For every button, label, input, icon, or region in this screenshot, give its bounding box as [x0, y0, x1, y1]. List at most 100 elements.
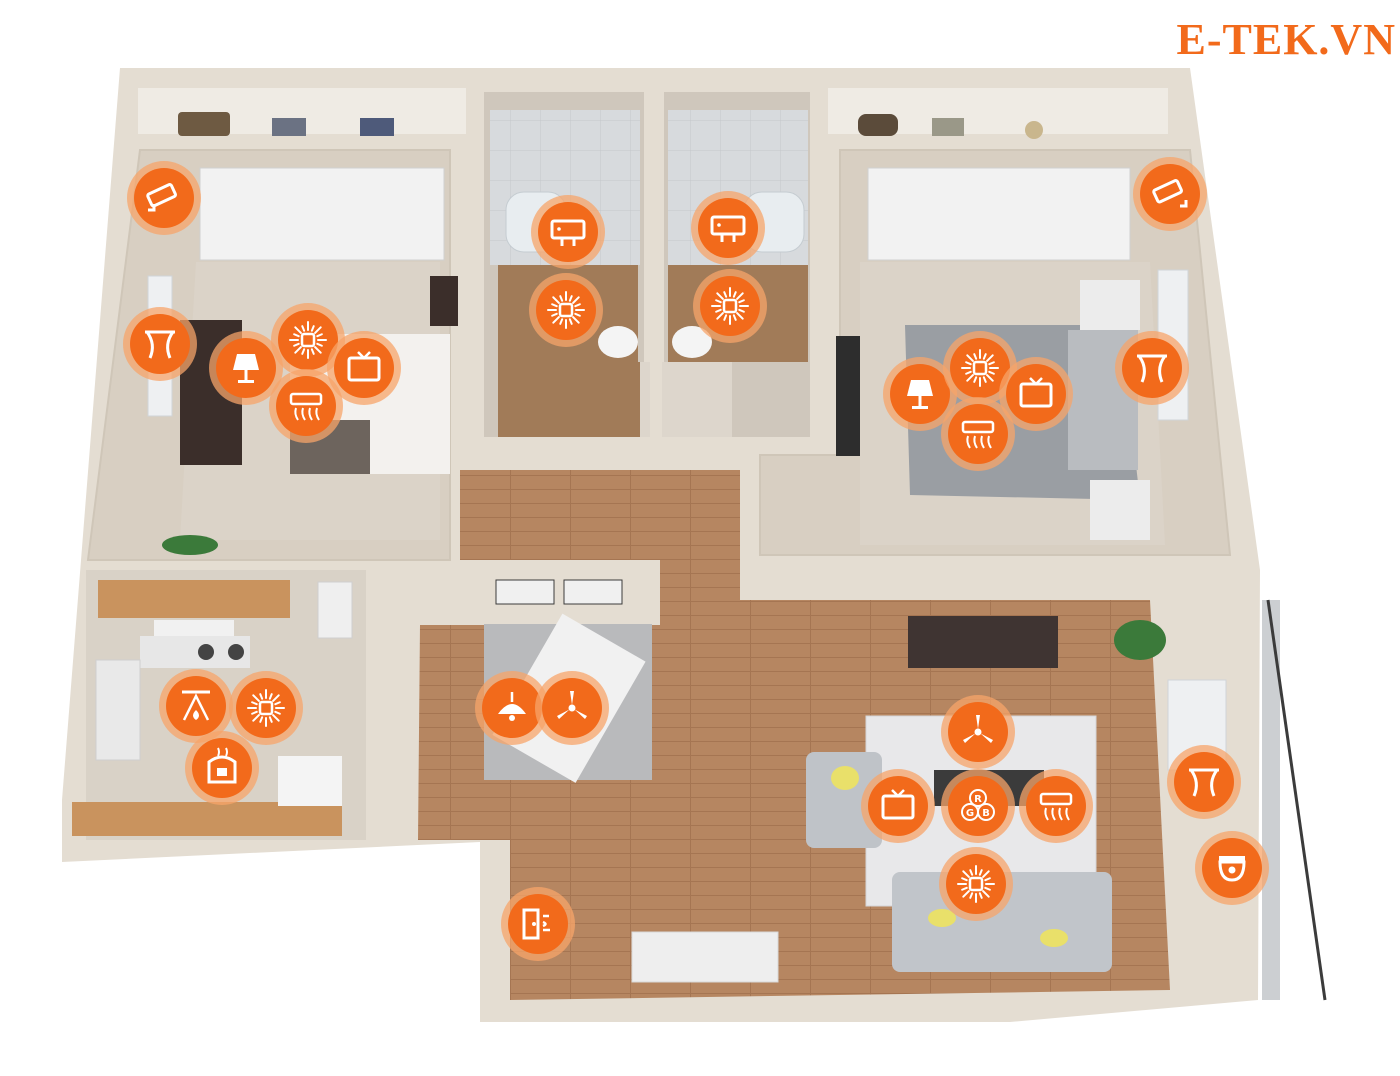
ceiling-light-icon[interactable] — [229, 671, 303, 745]
light-ray — [988, 361, 995, 366]
light-ray — [723, 291, 728, 298]
light-ray — [259, 716, 264, 723]
light-ray — [738, 308, 745, 313]
light-ray — [962, 890, 970, 898]
air-conditioner-icon[interactable] — [1019, 769, 1093, 843]
light-ray — [568, 295, 573, 302]
tv-icon[interactable] — [999, 357, 1073, 431]
pendant-light-icon[interactable] — [475, 671, 549, 745]
light-ray — [572, 316, 580, 324]
light-ray — [310, 348, 315, 355]
light-ray — [568, 318, 573, 325]
ceiling-light-icon[interactable] — [693, 269, 767, 343]
light-ray — [716, 292, 724, 300]
light-ray — [252, 694, 260, 702]
light-ray — [552, 316, 560, 324]
camera-icon[interactable] — [127, 161, 201, 235]
curtain-icon[interactable] — [1167, 745, 1241, 819]
light-ray — [316, 342, 323, 347]
light-ray — [736, 292, 744, 300]
light-ray — [973, 376, 978, 383]
camera-icon[interactable] — [1133, 157, 1207, 231]
light-ray — [969, 892, 974, 899]
light-ray — [966, 374, 974, 382]
curtain-icon[interactable] — [1115, 331, 1189, 405]
ceiling-fan-icon[interactable] — [535, 671, 609, 745]
light-ray — [984, 886, 991, 891]
light-ray — [574, 303, 581, 308]
ceiling-light-icon[interactable] — [529, 273, 603, 347]
rgb-letter-b: B — [982, 808, 990, 819]
tv-icon[interactable] — [861, 769, 935, 843]
light-ray — [978, 892, 983, 899]
light-ray — [732, 291, 737, 298]
light-ray — [982, 890, 990, 898]
light-ray — [978, 869, 983, 876]
light-ray — [961, 877, 968, 882]
door-sensor-icon[interactable] — [501, 887, 575, 961]
light-ray — [736, 312, 744, 320]
rgb-light-icon[interactable]: R G B — [941, 769, 1015, 843]
light-ray — [301, 325, 306, 332]
air-conditioner-icon[interactable] — [269, 369, 343, 443]
ceiling-light-icon[interactable] — [271, 303, 345, 377]
light-ray — [252, 714, 260, 722]
light-ray — [574, 312, 581, 317]
light-ray — [982, 870, 990, 878]
rgb-letter-g: G — [966, 808, 974, 819]
light-ray — [274, 701, 281, 706]
light-ray — [259, 693, 264, 700]
light-ray — [723, 314, 728, 321]
light-ray — [961, 886, 968, 891]
light-ray — [715, 299, 722, 304]
light-ray — [965, 361, 972, 366]
light-ray — [272, 694, 280, 702]
light-ray — [986, 374, 994, 382]
light-ray — [293, 342, 300, 347]
tv-icon[interactable] — [327, 331, 401, 405]
light-ray — [982, 353, 987, 360]
ceiling-light-icon[interactable] — [943, 331, 1017, 405]
light-ray — [551, 303, 558, 308]
light-ray — [973, 353, 978, 360]
ceiling-light-icon[interactable] — [939, 847, 1013, 921]
light-ray — [552, 296, 560, 304]
light-ray — [314, 326, 322, 334]
lamp-icon[interactable] — [883, 357, 957, 431]
light-ray — [966, 354, 974, 362]
light-ray — [268, 716, 273, 723]
light-ray — [551, 312, 558, 317]
light-ray — [301, 348, 306, 355]
light-ray — [965, 370, 972, 375]
light-ray — [251, 710, 258, 715]
light-ray — [988, 370, 995, 375]
water-heater-icon[interactable] — [531, 195, 605, 269]
light-ray — [293, 333, 300, 338]
rgb-letter-r: R — [974, 794, 982, 805]
light-ray — [314, 346, 322, 354]
dome-camera-icon[interactable] — [1195, 831, 1269, 905]
light-ray — [962, 870, 970, 878]
rice-cooker-icon[interactable] — [185, 731, 259, 805]
light-ray — [310, 325, 315, 332]
light-ray — [982, 376, 987, 383]
brand-logo-text: E-TEK.VN — [1176, 15, 1396, 64]
light-ray — [716, 312, 724, 320]
light-ray — [294, 346, 302, 354]
ceiling-fan-icon[interactable] — [941, 695, 1015, 769]
light-ray — [738, 299, 745, 304]
water-heater-icon[interactable] — [691, 191, 765, 265]
lamp-icon[interactable] — [209, 331, 283, 405]
light-ray — [559, 295, 564, 302]
gas-sensor-icon[interactable] — [159, 669, 233, 743]
air-conditioner-icon[interactable] — [941, 397, 1015, 471]
light-ray — [251, 701, 258, 706]
light-ray — [272, 714, 280, 722]
light-ray — [984, 877, 991, 882]
light-ray — [274, 710, 281, 715]
curtain-icon[interactable] — [123, 307, 197, 381]
light-ray — [559, 318, 564, 325]
light-ray — [732, 314, 737, 321]
light-ray — [294, 326, 302, 334]
